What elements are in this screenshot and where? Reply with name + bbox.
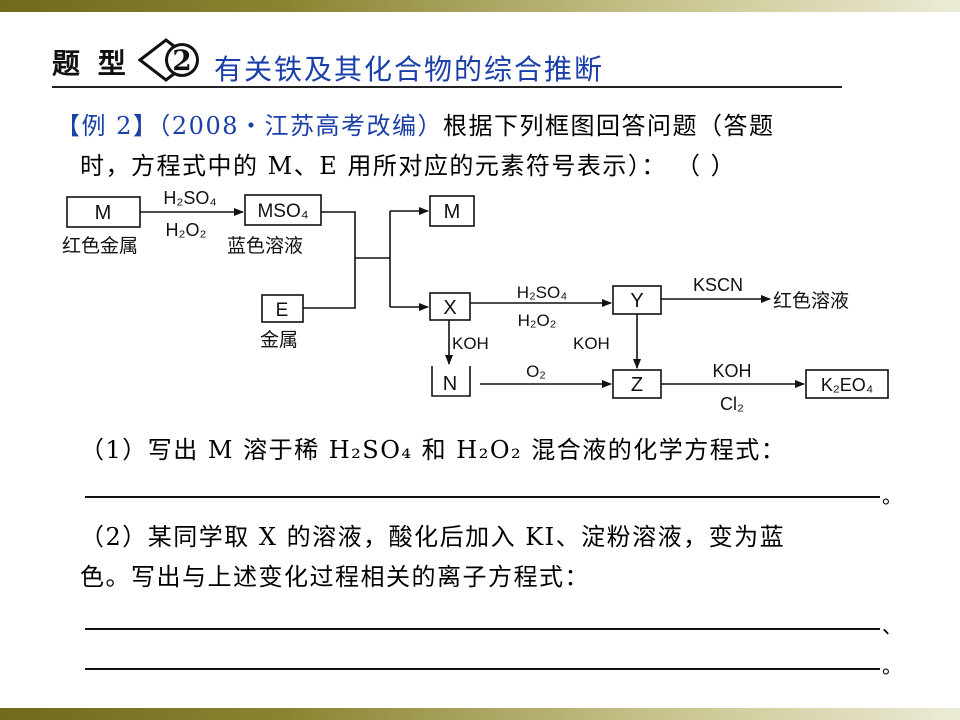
question-line-2: 时，方程式中的 M、E 用所对应的元素符号表示）： （ ） — [80, 152, 737, 180]
sub-question-1: （1）写出 M 溶于稀 H₂SO₄ 和 H₂O₂ 混合液的化学方程式： — [80, 436, 787, 464]
box-k2eo4 — [805, 369, 889, 399]
example-source: （2008・江苏高考改编） — [158, 112, 443, 140]
topic-title: 有关铁及其化合物的综合推断 — [214, 53, 605, 86]
label-red-solution: 红色溶液 — [773, 290, 849, 312]
question-text: 根据下列框图回答问题（答题 — [442, 112, 775, 140]
label-e-desc: 金属 — [260, 329, 298, 351]
sub-question-2-line-1: （2）某同学取 X 的溶液，酸化后加入 KI、淀粉溶液，变为蓝 — [80, 523, 786, 551]
label-y: Y — [630, 290, 643, 312]
topic-keyword: 题 型 — [52, 47, 130, 80]
label-o2: O₂ — [526, 362, 546, 381]
label-koh-z: KOH — [712, 361, 751, 381]
end-mark-2: 、 — [882, 614, 902, 638]
label-m: M — [95, 202, 112, 224]
sub-question-2-line-2: 色。写出与上述变化过程相关的离子方程式： — [80, 563, 590, 591]
end-mark-1: 。 — [882, 484, 902, 508]
answer-line-1 — [85, 496, 880, 498]
label-koh-x: KOH — [452, 334, 489, 353]
label-m-desc: 红色金属 — [62, 235, 138, 257]
label-h2o2-2: H₂O₂ — [518, 311, 557, 330]
top-decor-band — [0, 0, 960, 12]
topic-number-badge-icon: 2 — [137, 38, 254, 82]
question-line-1: 【例 2】（2008・江苏高考改编）根据下列框图回答问题（答题 — [56, 106, 774, 141]
box-n-bracket — [431, 366, 471, 397]
label-e: E — [276, 300, 289, 321]
label-h2so4-2: H₂SO₄ — [517, 283, 567, 302]
box-x — [429, 292, 471, 321]
label-cl2: Cl₂ — [720, 394, 744, 414]
end-mark-3: 。 — [882, 654, 902, 678]
label-z: Z — [631, 374, 643, 396]
bottom-decor-band — [0, 708, 960, 720]
label-n: N — [443, 373, 457, 395]
example-label: 【例 2】 — [56, 112, 159, 140]
label-x: X — [443, 297, 456, 319]
label-kscn: KSCN — [693, 275, 743, 295]
answer-line-3 — [85, 668, 880, 670]
slide-header: 题 型 2 有关铁及其化合物的综合推断 — [52, 36, 852, 86]
label-k2eo4: K₂EO₄ — [821, 375, 873, 395]
label-koh-y: KOH — [573, 334, 610, 353]
answer-line-2 — [85, 628, 880, 630]
label-m2: M — [444, 201, 461, 223]
box-m2 — [429, 195, 475, 227]
label-mso4-desc: 蓝色溶液 — [227, 235, 303, 257]
box-mso4 — [244, 194, 322, 226]
connector-mso4-e — [303, 211, 356, 309]
label-h2o2-1: H₂O₂ — [166, 220, 207, 240]
header-underline — [52, 86, 842, 88]
label-h2so4-1: H₂SO₄ — [163, 188, 216, 208]
label-mso4: MSO₄ — [257, 201, 308, 222]
topic-number: 2 — [172, 44, 191, 77]
